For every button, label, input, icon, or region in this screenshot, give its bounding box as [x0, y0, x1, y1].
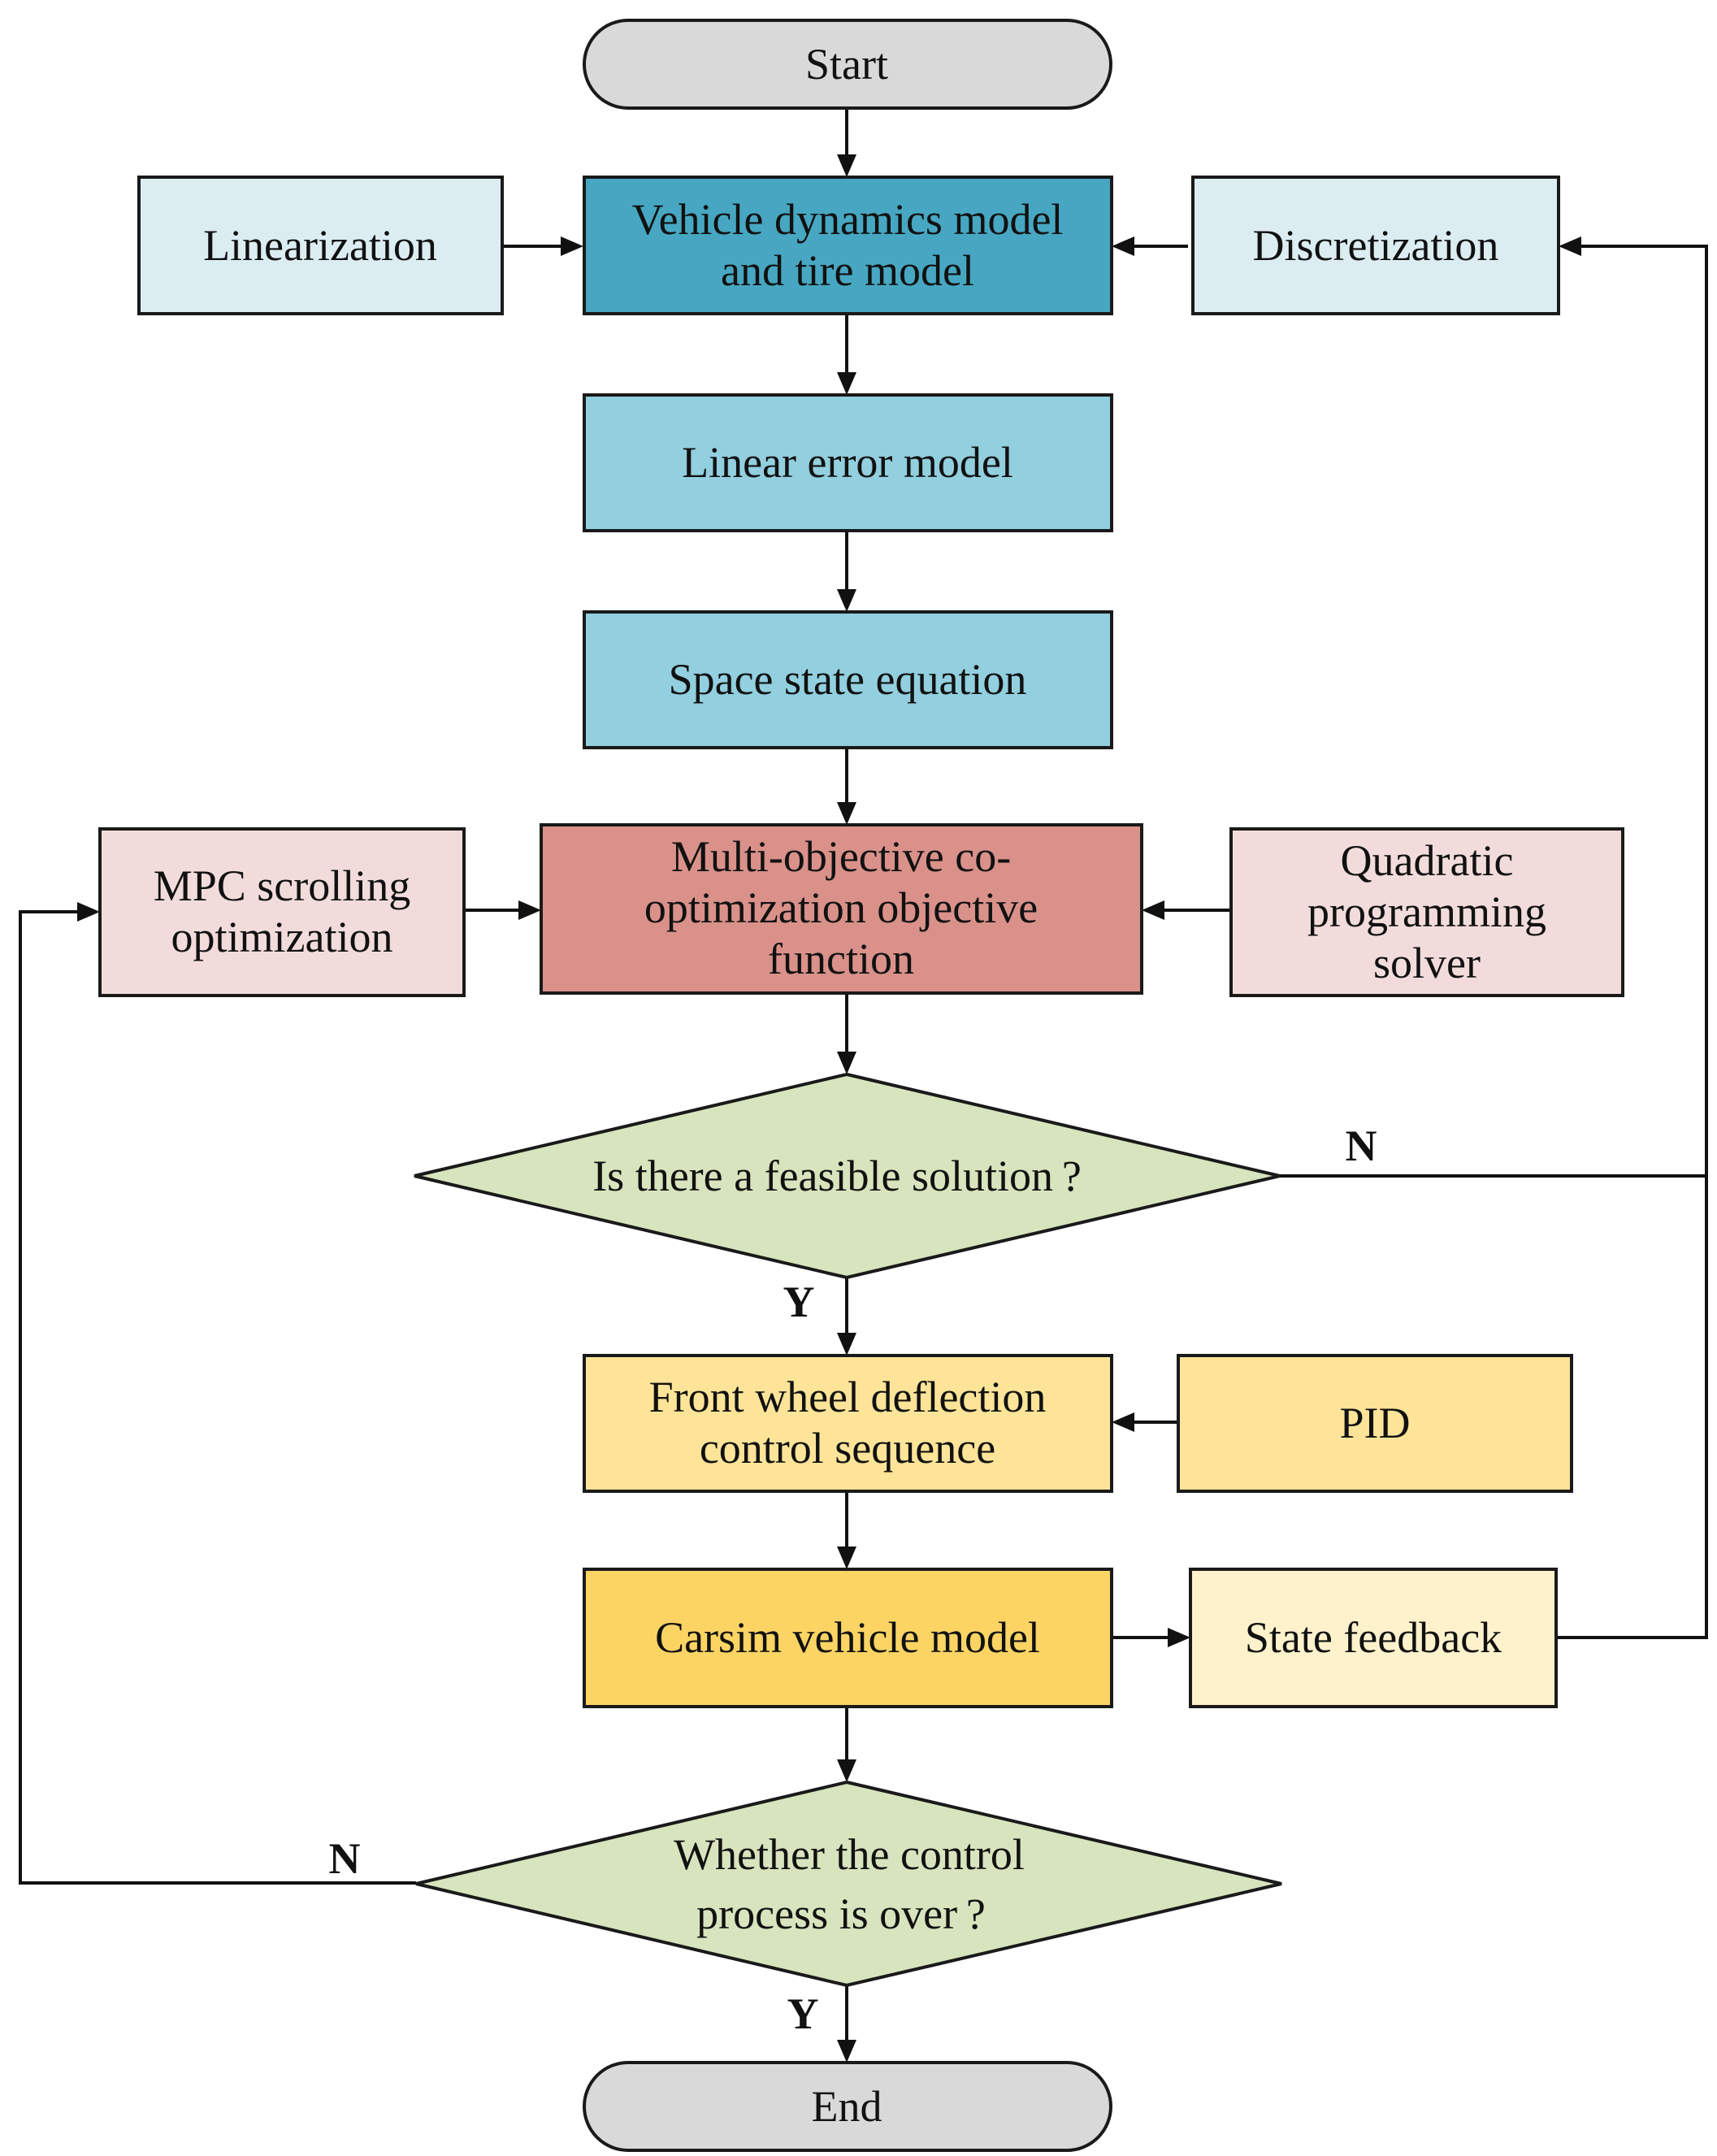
arrow-start-to-vehicle-model	[837, 108, 856, 177]
space-state-label: Space state equation	[669, 655, 1027, 704]
arrow-qp-solver-to-objective	[1142, 900, 1231, 920]
front-wheel-label-line-2: control sequence	[700, 1424, 995, 1473]
loop-process-over-no-to-mpc	[19, 902, 416, 1885]
process-over-yes-flag: Y	[787, 1989, 819, 2038]
process-over-label-line-1: Whether the control	[674, 1830, 1025, 1879]
discretization-label: Discretization	[1253, 221, 1499, 270]
qp-solver-label-line-1: Quadratic	[1341, 836, 1514, 885]
connectors	[19, 108, 1708, 2063]
end-terminal: End	[583, 2061, 1112, 2152]
pid-box: PID	[1177, 1354, 1573, 1493]
feasible-yes-flag: Y	[783, 1278, 815, 1326]
arrow-feasible-yes-to-front-wheel	[837, 1278, 856, 1356]
start-terminal: Start	[583, 19, 1112, 110]
mpc-box: MPC scrolling optimization	[98, 827, 466, 997]
arrow-space-state-to-objective	[837, 748, 856, 825]
qp-solver-box: Quadratic programming solver	[1229, 827, 1624, 997]
start-label: Start	[805, 40, 888, 89]
process-over-no-flag: N	[329, 1834, 361, 1883]
loop-feasible-no-to-discretization	[1280, 236, 1708, 1178]
linearization-box: Linearization	[137, 176, 504, 315]
feasible-no-flag: N	[1346, 1121, 1377, 1170]
mpc-label-line-2: optimization	[171, 913, 393, 961]
carsim-box: Carsim vehicle model	[583, 1568, 1113, 1708]
objective-label-line-1: Multi-objective co-	[671, 832, 1011, 881]
state-feedback-label: State feedback	[1245, 1613, 1502, 1662]
linearization-label: Linearization	[203, 221, 437, 270]
arrow-front-wheel-to-carsim	[837, 1491, 856, 1569]
objective-label-line-3: function	[768, 935, 914, 983]
vehicle-model-label-line-2: and tire model	[721, 246, 974, 295]
linear-error-label: Linear error model	[682, 438, 1013, 487]
discretization-box: Discretization	[1191, 176, 1560, 315]
front-wheel-label-line-1: Front wheel deflection	[649, 1373, 1047, 1421]
arrow-objective-to-feasible	[837, 993, 856, 1074]
arrow-linearization-to-vehicle-model	[502, 236, 583, 256]
space-state-box: Space state equation	[583, 610, 1113, 749]
state-feedback-box: State feedback	[1189, 1568, 1558, 1708]
arrow-vehicle-model-to-linear-error	[837, 314, 856, 395]
process-over-label-line-2: process is over ?	[696, 1889, 986, 1938]
arrow-carsim-to-state-feedback	[1112, 1628, 1190, 1647]
arrow-mpc-to-objective	[464, 900, 541, 920]
arrow-pid-to-front-wheel	[1112, 1412, 1178, 1432]
vehicle-model-box: Vehicle dynamics model and tire model	[583, 176, 1113, 315]
line-state-feedback-to-rail	[1556, 1176, 1708, 1639]
feasible-label: Is there a feasible solution ?	[592, 1152, 1082, 1200]
linear-error-box: Linear error model	[583, 393, 1113, 532]
mpc-label-line-1: MPC scrolling	[154, 861, 411, 910]
process-over-decision: Whether the control process is over ?	[415, 1780, 1282, 1988]
qp-solver-label-line-2: programming	[1307, 887, 1546, 936]
qp-solver-label-line-3: solver	[1373, 939, 1481, 987]
arrow-carsim-to-process-over	[837, 1707, 856, 1782]
arrow-linear-error-to-space-state	[837, 531, 856, 612]
arrow-process-over-yes-to-end	[837, 1985, 856, 2063]
carsim-label: Carsim vehicle model	[655, 1613, 1040, 1662]
feasible-decision: Is there a feasible solution ?	[414, 1072, 1281, 1280]
arrow-discretization-to-vehicle-model	[1112, 236, 1188, 256]
objective-label-line-2: optimization objective	[644, 883, 1038, 932]
end-label: End	[812, 2082, 882, 2131]
objective-box: Multi-objective co- optimization objecti…	[540, 823, 1143, 995]
pid-label: PID	[1339, 1399, 1410, 1447]
front-wheel-box: Front wheel deflection control sequence	[583, 1354, 1113, 1493]
vehicle-model-label-line-1: Vehicle dynamics model	[632, 195, 1064, 244]
